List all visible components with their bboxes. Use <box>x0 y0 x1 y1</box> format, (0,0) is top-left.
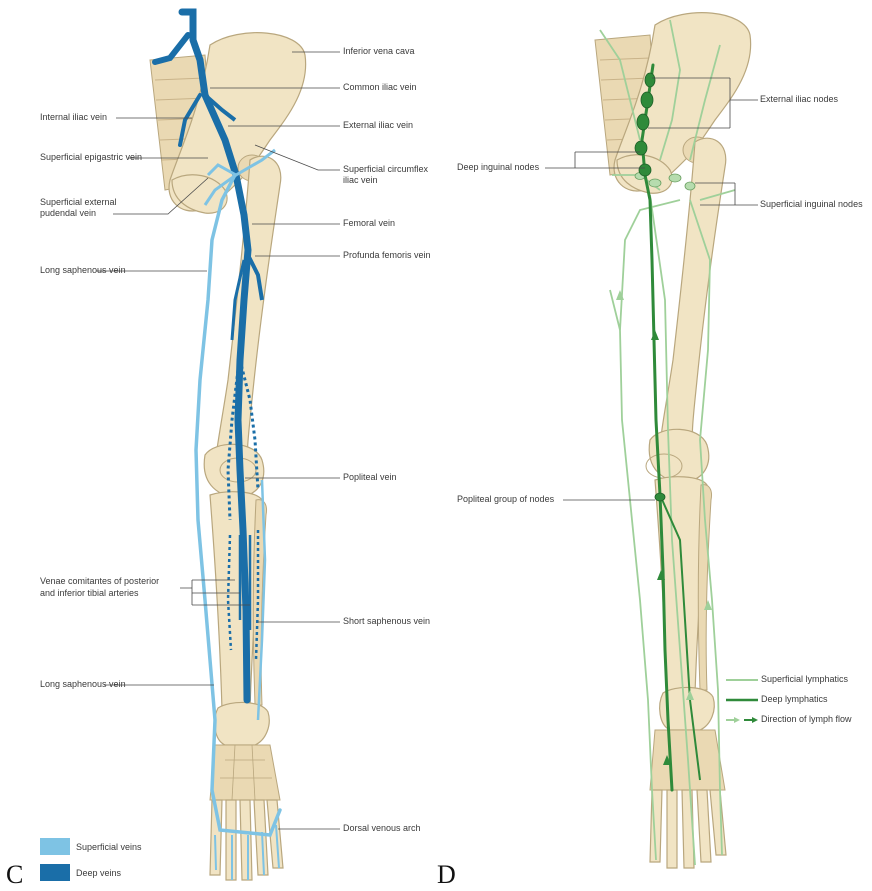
legend-label-deep-lymphatics: Deep lymphatics <box>761 694 828 705</box>
label-long-saphenous-vein-lower: Long saphenous vein <box>40 679 126 690</box>
label-long-saphenous-vein-upper: Long saphenous vein <box>40 265 126 276</box>
label-superficial-epigastric-vein: Superficial epigastric vein <box>40 152 142 163</box>
label-external-iliac-nodes: External iliac nodes <box>760 94 838 105</box>
panel-letter-d: D <box>437 860 456 890</box>
label-venae-comitantes-2: and inferior tibial arteries <box>40 588 139 599</box>
label-popliteal-group-of-nodes: Popliteal group of nodes <box>457 494 554 505</box>
label-superficial-circumflex-iliac-vein-2: iliac vein <box>343 175 378 186</box>
label-internal-iliac-vein: Internal iliac vein <box>40 112 107 123</box>
label-femoral-vein: Femoral vein <box>343 218 395 229</box>
legend-label-superficial-lymphatics: Superficial lymphatics <box>761 674 848 685</box>
legend-label-superficial-veins: Superficial veins <box>76 842 142 853</box>
label-inferior-vena-cava: Inferior vena cava <box>343 46 415 57</box>
panel-letter-c: C <box>6 860 23 890</box>
label-deep-inguinal-nodes: Deep inguinal nodes <box>457 162 539 173</box>
label-superficial-external-pudendal-vein-1: Superficial external <box>40 197 117 208</box>
label-popliteal-vein: Popliteal vein <box>343 472 397 483</box>
label-common-iliac-vein: Common iliac vein <box>343 82 417 93</box>
label-superficial-circumflex-iliac-vein-1: Superficial circumflex <box>343 164 428 175</box>
label-profunda-femoris-vein: Profunda femoris vein <box>343 250 431 261</box>
label-external-iliac-vein: External iliac vein <box>343 120 413 131</box>
right-legend-samples <box>726 680 758 723</box>
legend-label-deep-veins: Deep veins <box>76 868 121 879</box>
label-superficial-inguinal-nodes: Superficial inguinal nodes <box>760 199 863 210</box>
legend-swatch-deep-veins <box>40 864 70 881</box>
label-short-saphenous-vein: Short saphenous vein <box>343 616 430 627</box>
label-superficial-external-pudendal-vein-2: pudendal vein <box>40 208 96 219</box>
legend-swatch-superficial-veins <box>40 838 70 855</box>
legend-label-direction-of-lymph-flow: Direction of lymph flow <box>761 714 852 725</box>
label-venae-comitantes-1: Venae comitantes of posterior <box>40 576 159 587</box>
label-dorsal-venous-arch: Dorsal venous arch <box>343 823 421 834</box>
right-skeleton <box>595 13 751 868</box>
